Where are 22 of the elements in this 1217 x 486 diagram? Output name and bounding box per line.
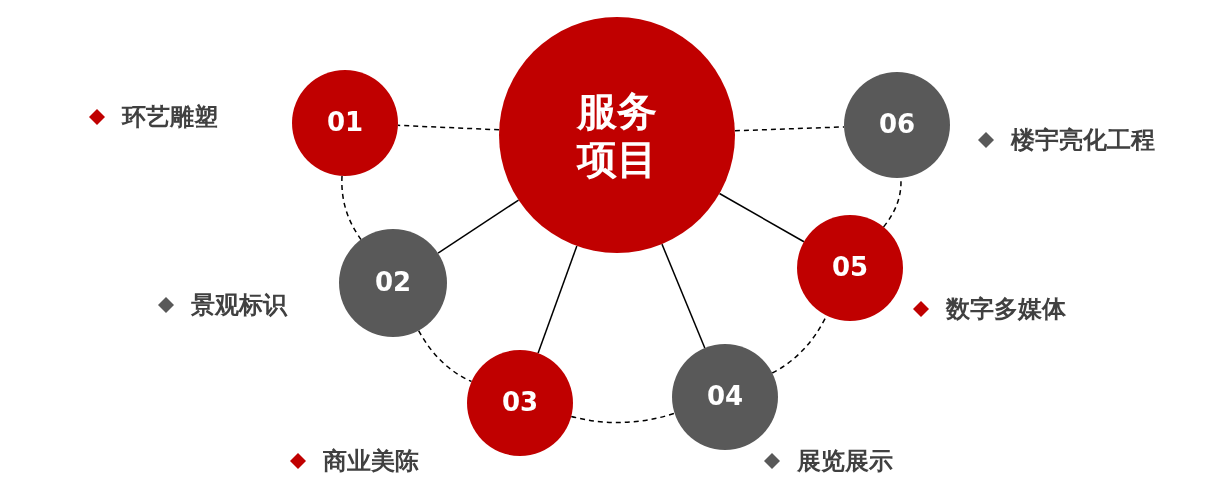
item-label: 展览展示 (797, 446, 893, 476)
connector-line (397, 124, 500, 131)
connector-line (537, 245, 578, 354)
number-circle: 04 (672, 344, 778, 450)
number-circle: 02 (339, 229, 447, 337)
connector-line (570, 412, 676, 424)
item-label: 景观标识 (191, 290, 287, 320)
number-circle: 06 (844, 72, 950, 178)
connector-line (718, 192, 805, 243)
item-label: 环艺雕塑 (122, 102, 218, 132)
connector-line (661, 243, 706, 349)
number-circle: 05 (797, 215, 903, 321)
connector-line (734, 126, 845, 132)
connector-line (417, 329, 473, 383)
connector-line (437, 199, 520, 254)
number-circle: 01 (292, 70, 398, 176)
number-circle: 03 (467, 350, 573, 456)
title-circle: 服务项目 (499, 17, 735, 253)
item-label: 数字多媒体 (946, 294, 1066, 324)
item-label: 楼宇亮化工程 (1011, 125, 1155, 155)
item-label: 商业美陈 (323, 446, 419, 476)
connector-line (341, 175, 362, 241)
